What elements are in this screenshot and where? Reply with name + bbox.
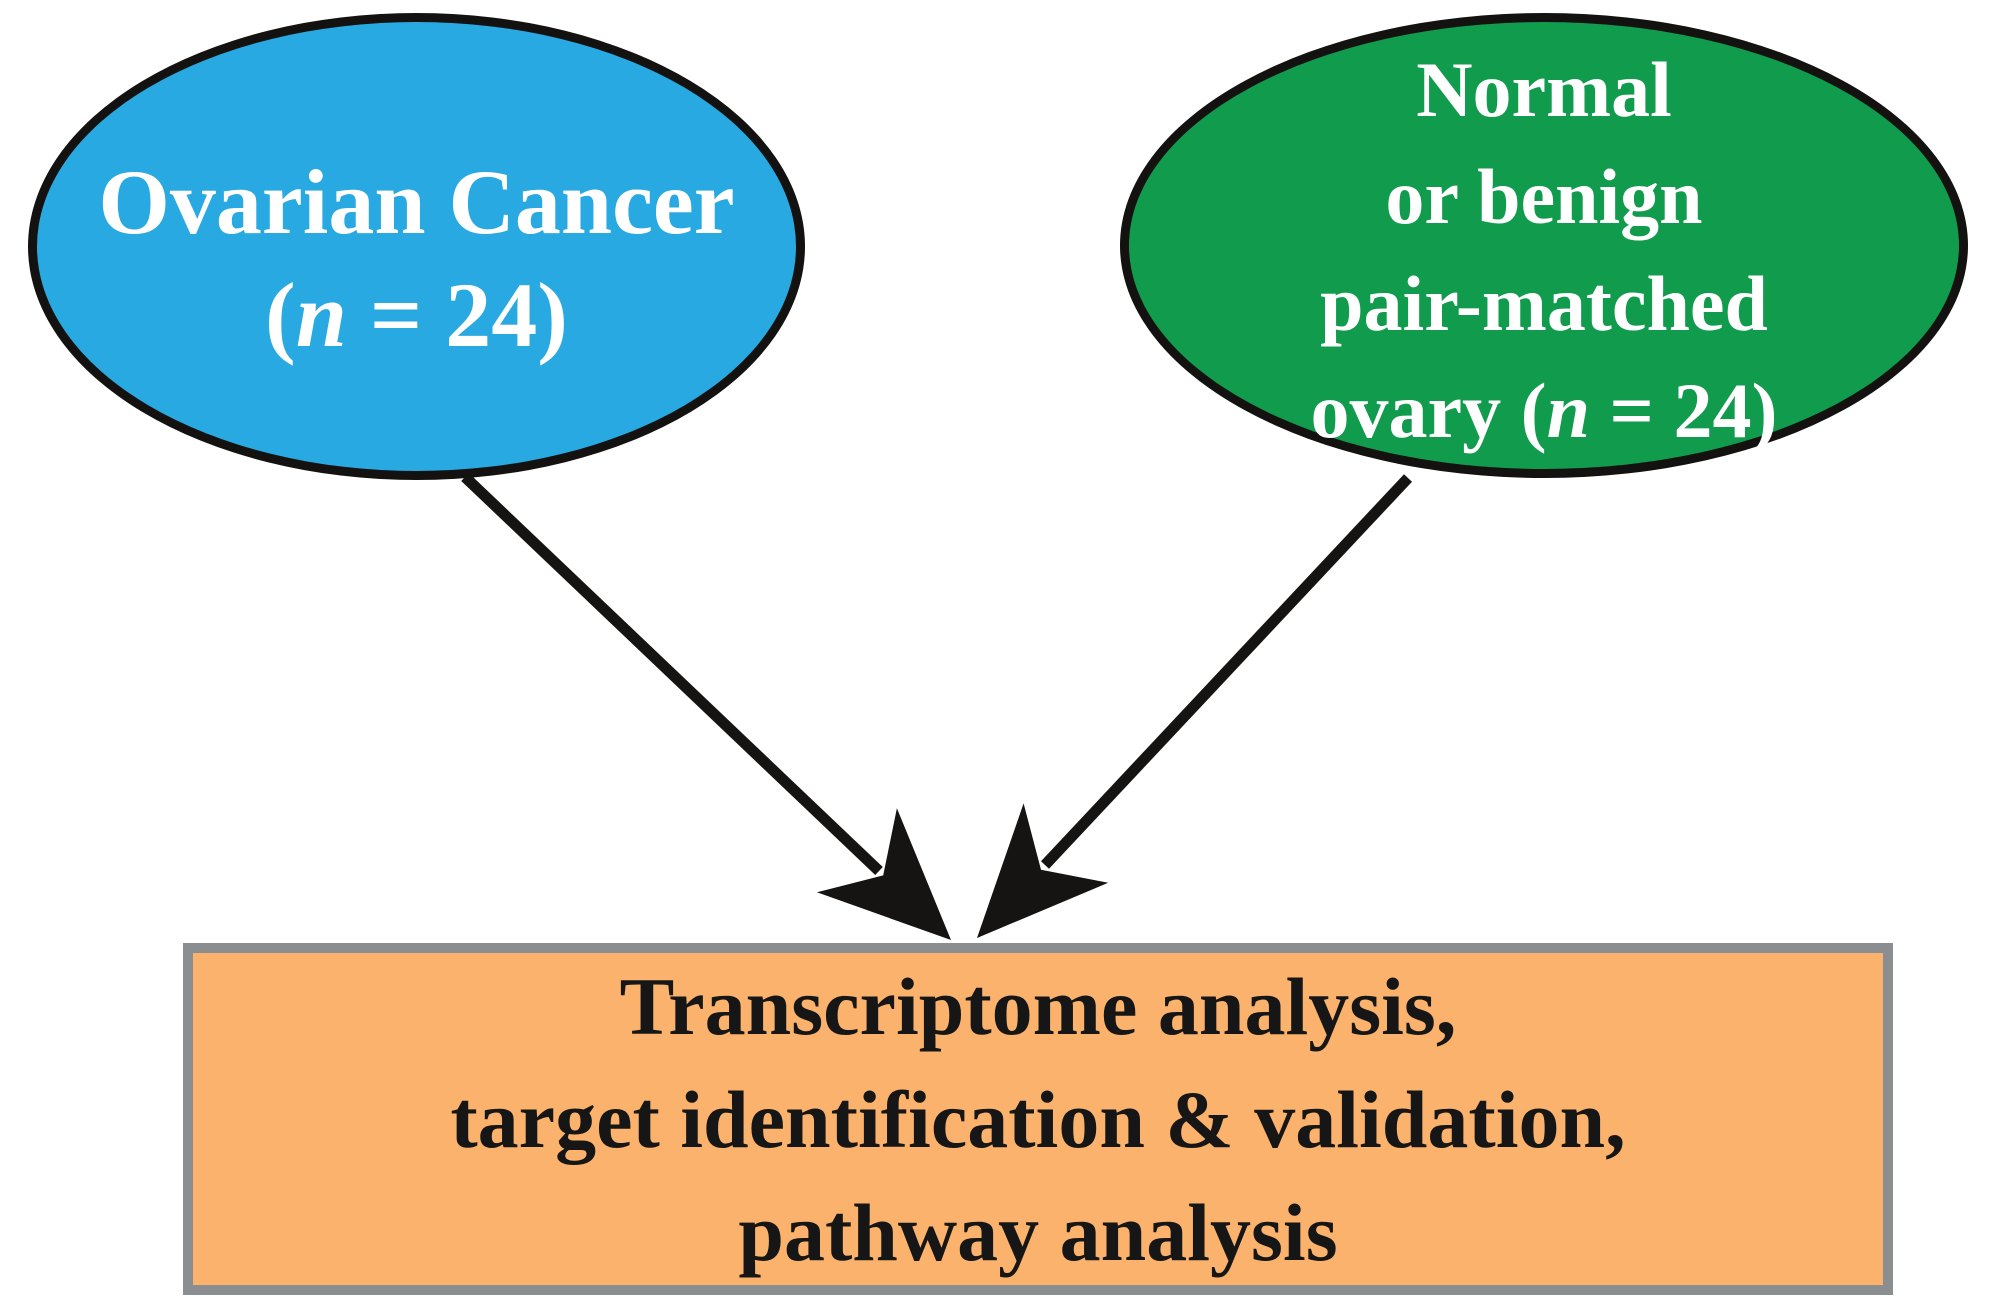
paren-open: ( <box>265 263 296 366</box>
sample-count: = 24) <box>1590 366 1778 454</box>
n-variable: n <box>1546 366 1591 454</box>
arrow-ovarian-to-analysis <box>461 473 951 940</box>
arrow-shaft <box>1040 474 1413 869</box>
n-variable: n <box>295 263 347 366</box>
arrow-normal-to-analysis <box>977 474 1413 938</box>
label-line: Ovarian Cancer <box>98 150 735 253</box>
label-line: or benign <box>1385 152 1703 240</box>
label-prefix: ovary ( <box>1310 366 1547 454</box>
label-line: pathway analysis <box>738 1186 1338 1278</box>
label-line: pair-matched <box>1320 259 1768 347</box>
label-line: Transcriptome analysis, <box>619 960 1457 1052</box>
node-ovarian-cancer-label: Ovarian Cancer (n = 24) <box>98 146 734 372</box>
node-normal-ovary: Normal or benign pair-matched ovary (n =… <box>1120 13 1968 478</box>
arrowhead-icon <box>977 803 1109 938</box>
arrowhead-icon <box>816 808 951 940</box>
node-analysis-box: Transcriptome analysis, target identific… <box>183 943 1893 1295</box>
label-line: Normal <box>1416 45 1672 133</box>
label-line: target identification & validation, <box>450 1073 1626 1165</box>
label-line: ovary (n = 24) <box>1311 357 1778 464</box>
node-normal-ovary-label: Normal or benign pair-matched ovary (n =… <box>1311 36 1778 464</box>
label-line: (n = 24) <box>98 259 734 372</box>
sample-count: = 24) <box>346 263 568 366</box>
arrow-shaft <box>461 473 883 875</box>
node-analysis-label: Transcriptome analysis, target identific… <box>450 950 1625 1289</box>
node-ovarian-cancer: Ovarian Cancer (n = 24) <box>28 13 805 480</box>
